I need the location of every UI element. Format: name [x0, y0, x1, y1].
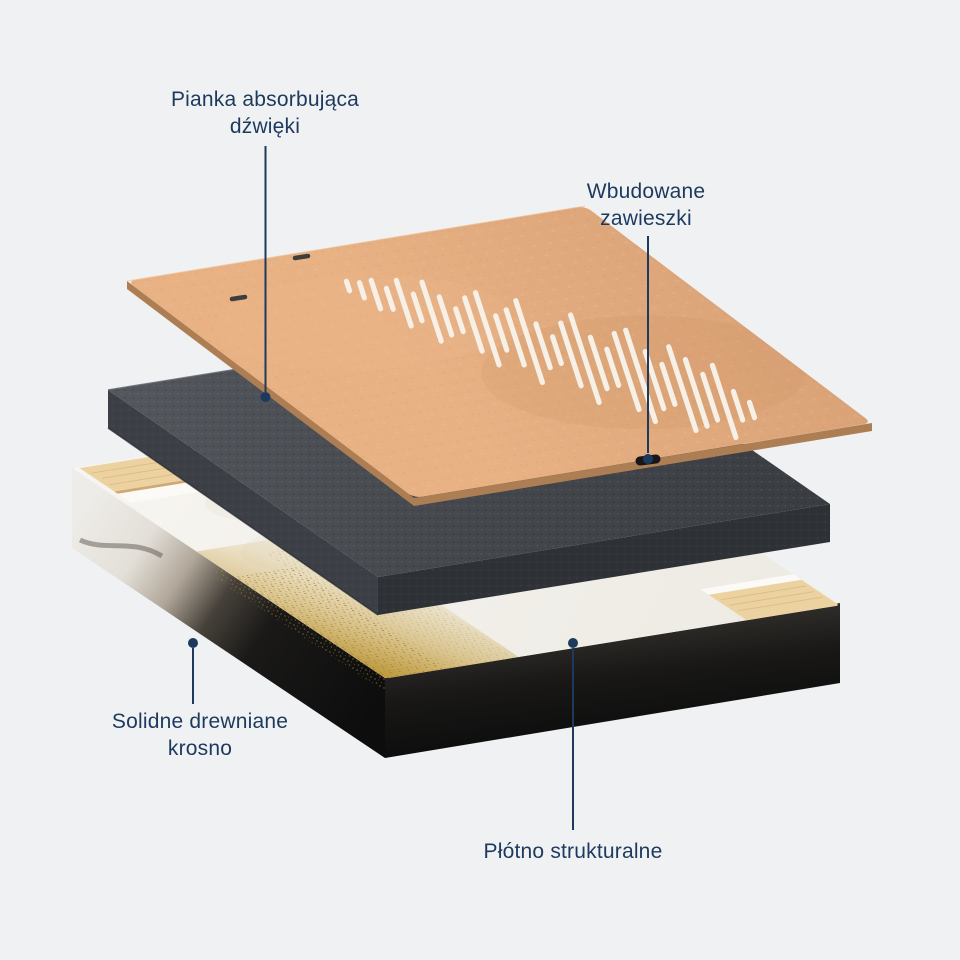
soundwave-slot — [343, 278, 353, 294]
soundwave-slot — [356, 280, 367, 301]
label-hangers-line1: Wbudowane — [586, 180, 706, 203]
frame-side-left-face — [72, 468, 385, 758]
label-frame: Solidne drewniane krosno — [112, 708, 288, 762]
soundwave-slot — [682, 357, 710, 429]
soundwave-slot — [666, 344, 699, 433]
soundwave-slot — [368, 277, 384, 312]
leader-foam — [260, 146, 271, 402]
frame-side-marble-streak — [78, 537, 164, 559]
label-frame-line1: Solidne drewniane — [111, 710, 289, 733]
gold-glitter-dense — [233, 566, 447, 679]
label-foam-line2: dźwięki — [229, 115, 301, 138]
soundwave-slot — [462, 295, 485, 354]
canvas-back-strip-right — [700, 574, 804, 596]
leader-frame — [188, 638, 198, 704]
board-texture — [127, 205, 872, 499]
label-frame-line2: krosno — [167, 737, 233, 760]
label-foam: Pianka absorbująca dźwięki — [171, 86, 359, 140]
soundwave-slot — [746, 399, 758, 421]
hangers-marker-dot — [643, 454, 653, 464]
frame-side-gold-spill — [215, 564, 385, 692]
board-mottle — [213, 275, 512, 371]
soundwave-slot — [604, 346, 622, 388]
soundwave-slot — [393, 277, 414, 329]
hanger-keyhole-left — [229, 294, 248, 302]
wood-grain — [720, 585, 824, 612]
leader-canvas — [568, 638, 578, 830]
frame-side-right-face — [385, 603, 840, 758]
soundwave-slot — [410, 291, 425, 324]
soundwave-slots — [343, 277, 758, 441]
soundwave-slot — [453, 306, 466, 335]
canvas-marker-dot — [568, 638, 578, 648]
leader-hangers — [643, 236, 653, 464]
label-canvas-line1: Płótno strukturalne — [483, 840, 663, 863]
label-hangers-line2: zawieszki — [600, 207, 692, 230]
soundwave-slot — [700, 371, 721, 423]
soundwave-slot — [493, 313, 510, 353]
soundwave-slot — [558, 320, 584, 389]
soundwave-slot — [659, 361, 678, 407]
label-foam-line1: Pianka absorbująca — [170, 88, 360, 111]
foam-texture — [378, 504, 830, 615]
soundwave-slot — [549, 334, 564, 366]
soundwave-slot — [567, 312, 602, 405]
label-hangers: Wbudowane zawieszki — [587, 178, 706, 232]
soundwave-slot — [472, 290, 502, 368]
soundwave-slot — [730, 388, 746, 423]
soundwave-slot — [533, 321, 553, 371]
foam-marker-dot — [260, 392, 271, 402]
soundwave-slot — [709, 362, 739, 441]
soundwave-slot — [419, 279, 444, 344]
soundwave-slot — [436, 294, 455, 338]
perforated-board-layer — [126, 205, 872, 506]
hanger-keyhole-top — [292, 253, 311, 261]
soundwave-slot — [587, 334, 610, 392]
soundwave-slot — [623, 327, 659, 424]
soundwave-slot — [611, 330, 642, 413]
foam-edge-shadow — [107, 427, 379, 616]
label-canvas: Płótno strukturalne — [484, 838, 663, 865]
soundwave-slot — [503, 307, 527, 368]
board-edge-highlight — [126, 205, 586, 282]
soundwave-slot — [513, 298, 546, 385]
foam-texture — [108, 390, 378, 615]
frame-marker-dot — [188, 638, 198, 648]
soundwave-slot — [383, 285, 396, 312]
